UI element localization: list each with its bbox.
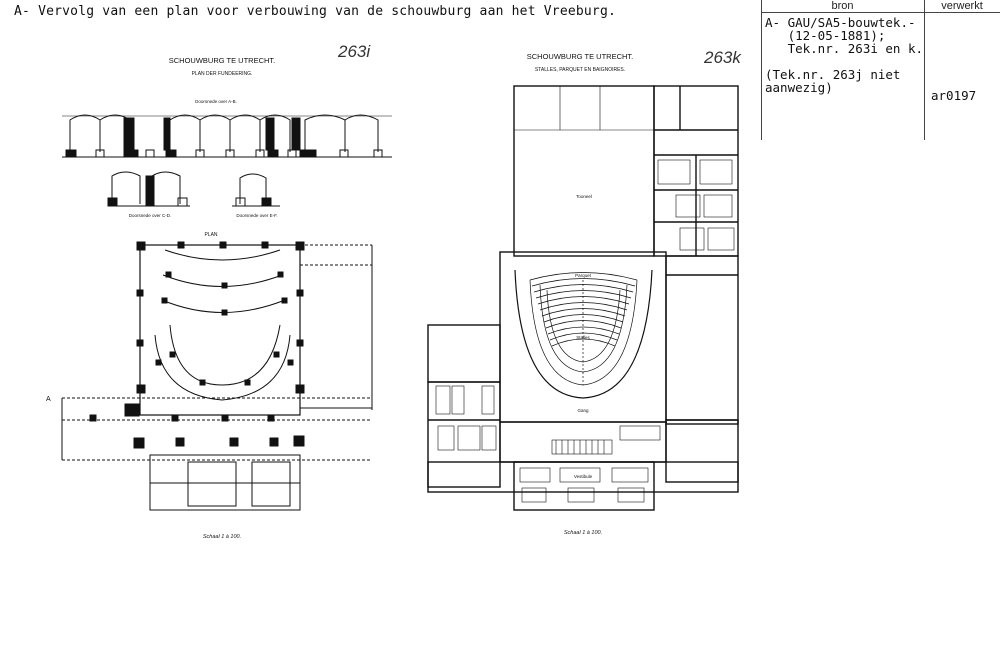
stairs-and-rooms: [435, 159, 735, 503]
building-outline: [427, 85, 739, 511]
foundation-plan: [61, 241, 373, 511]
parquet-label: Parquet: [575, 273, 592, 278]
col-header-verwerkt: verwerkt: [941, 0, 983, 12]
source-table: bron verwerkt A- GAU/SA5-bouwtek.- (12-0…: [761, 0, 1000, 140]
corridor-label: Gang: [577, 408, 589, 413]
bron-line-2: (12-05-1881);: [765, 28, 886, 43]
foundation-plan-drawing: SCHOUWBURG TE UTRECHT. PLAN DER FUNDEERI…: [46, 42, 392, 540]
right-handwritten-number: 263k: [703, 48, 742, 67]
table-border-left: [761, 0, 762, 140]
section-cd-label: Doorsnede over C-D.: [129, 213, 172, 218]
bron-line-1: A- GAU/SA5-bouwtek.-: [765, 15, 916, 30]
left-subtitle: PLAN DER FUNDEERING.: [192, 71, 253, 77]
bron-source-text: A- GAU/SA5-bouwtek.- (12-05-1881); Tek.n…: [765, 16, 923, 55]
right-scale: Schaal 1 à 100.: [564, 530, 602, 536]
left-scale: Schaal 1 à 100.: [203, 534, 241, 540]
left-handwritten-number: 263i: [337, 42, 371, 61]
section-ab-label: Doorsnede over A-B.: [195, 99, 237, 104]
vestibule-label: Vestibule: [574, 474, 593, 479]
note-line-2: aanwezig): [765, 80, 833, 95]
bron-line-3: Tek.nr. 263i en k.: [765, 41, 924, 56]
plan-label: PLAN: [204, 232, 217, 238]
page-caption: A- Vervolg van een plan voor verbouwing …: [14, 4, 616, 19]
col-header-bron: bron: [831, 0, 854, 12]
section-ef-label: Doorsnede over E-F.: [236, 213, 277, 218]
auditorium-seating: [514, 269, 653, 399]
section-cd: [107, 171, 190, 207]
stage-label: Tooneel: [576, 194, 592, 199]
section-ef: [232, 173, 280, 207]
stalles-label: Stalles: [576, 335, 590, 340]
right-subtitle: STALLES, PARQUET EN BAIGNOIRES.: [535, 67, 625, 73]
table-border-middle: [924, 0, 925, 140]
ground-floor-plan-drawing: SCHOUWBURG TE UTRECHT. STALLES, PARQUET …: [427, 48, 742, 536]
bron-note-text: (Tek.nr. 263j niet aanwezig): [765, 68, 900, 94]
left-title: SCHOUWBURG TE UTRECHT.: [169, 56, 276, 65]
note-line-1: (Tek.nr. 263j niet: [765, 67, 901, 82]
section-ab: [62, 114, 392, 158]
right-title: SCHOUWBURG TE UTRECHT.: [527, 52, 634, 61]
table-divider: [761, 12, 1000, 13]
verwerkt-code: ar0197: [931, 88, 977, 103]
plan-letter-a: A: [46, 396, 51, 403]
